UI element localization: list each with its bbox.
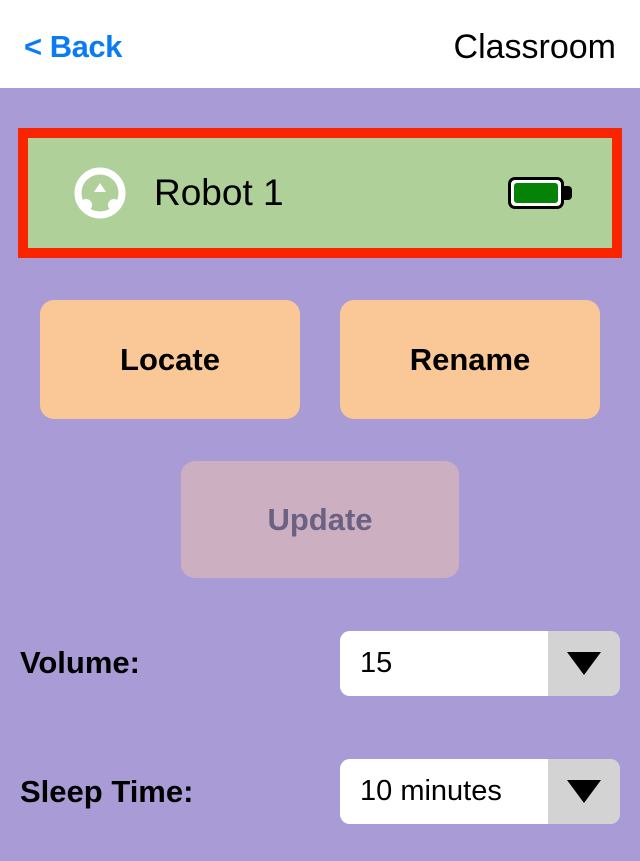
page-title: Classroom [453,28,616,66]
battery-full-icon [508,177,572,209]
sleep-time-label: Sleep Time: [20,774,194,809]
locate-button[interactable]: Locate [40,300,300,419]
back-button[interactable]: < Back [24,29,122,64]
sleep-time-value: 10 minutes [340,759,548,824]
robot-circle-icon [72,165,128,221]
chevron-down-icon[interactable] [548,631,620,696]
caret-shape [567,652,601,675]
volume-dropdown[interactable]: 15 [340,631,620,696]
robot-card-robot-1[interactable]: Robot 1 [18,128,622,258]
volume-label: Volume: [20,645,140,680]
navigation-bar: < Back Classroom [0,0,640,88]
battery-body [508,177,564,209]
caret-shape [567,780,601,803]
volume-value: 15 [340,631,548,696]
update-button: Update [181,461,459,578]
battery-fill [514,183,558,203]
chevron-down-icon[interactable] [548,759,620,824]
robot-name-label: Robot 1 [154,172,284,213]
battery-cap [563,186,572,200]
sleep-time-dropdown[interactable]: 10 minutes [340,759,620,824]
rename-button[interactable]: Rename [340,300,600,419]
